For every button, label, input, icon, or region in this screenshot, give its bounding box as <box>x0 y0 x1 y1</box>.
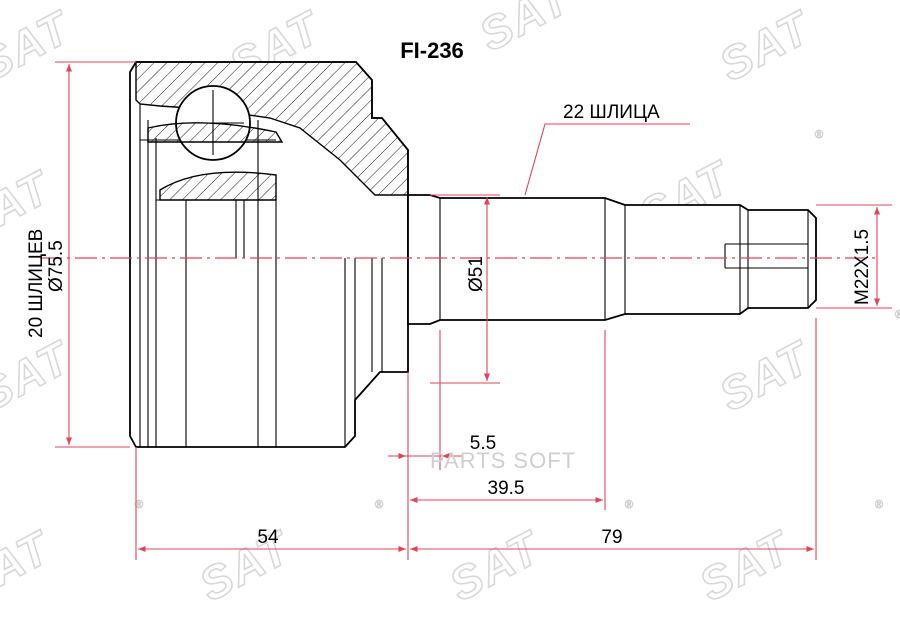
dimension-lines <box>65 64 881 553</box>
outer-housing <box>129 61 409 448</box>
stub-shaft <box>407 194 817 325</box>
watermark-logo: SAT <box>711 0 821 91</box>
watermark-logo: SAT <box>691 520 801 611</box>
watermark-reg-mark: ® <box>625 499 633 511</box>
watermark-logo: SAT <box>191 520 301 611</box>
brand-overlay: PARTS SOFT <box>430 448 576 473</box>
watermark-logo: SAT <box>0 330 80 421</box>
watermark-logo: SAT <box>441 520 551 611</box>
watermark-reg-mark: ® <box>895 309 900 321</box>
extension-lines <box>55 61 892 560</box>
outer-splines-label: 20 ШЛИЦЕВ <box>26 229 47 338</box>
dim-step: 5.5 <box>470 433 496 454</box>
watermark-logo: SAT <box>471 0 581 61</box>
part-number: FI-236 <box>400 38 464 63</box>
thread-label: M22X1.5 <box>852 229 873 305</box>
outer-diameter-label: Ø75.5 <box>46 240 67 292</box>
shaft-splines-label: 22 ШЛИЦА <box>563 102 660 123</box>
watermark-reg-mark: ® <box>875 499 883 511</box>
dim-housing-length: 54 <box>257 527 279 548</box>
watermark-logo: SAT <box>0 0 80 91</box>
watermark-logo: SAT <box>711 330 821 421</box>
watermark-logo: SAT <box>0 520 60 611</box>
shaft-diameter-label: Ø51 <box>466 256 487 292</box>
watermark-reg-mark: ® <box>375 499 383 511</box>
dim-spline-length: 39.5 <box>488 478 525 499</box>
watermark-reg-mark: ® <box>135 499 143 511</box>
dim-shaft-length: 79 <box>601 527 622 548</box>
watermark-reg-mark: ® <box>815 129 823 141</box>
